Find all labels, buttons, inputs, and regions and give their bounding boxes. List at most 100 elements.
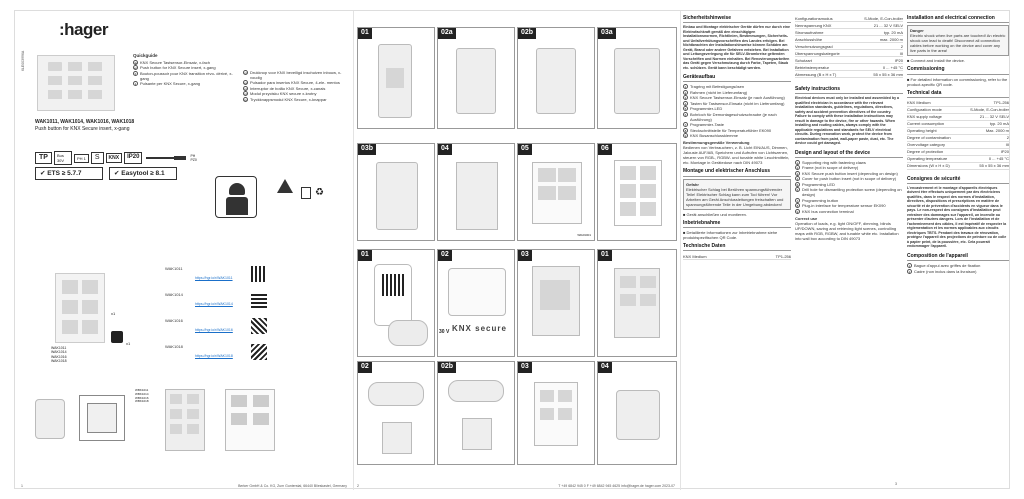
section-heading: Commissioning: [907, 66, 1009, 75]
footer-page-number: 1: [21, 483, 23, 488]
qr-code: [251, 266, 267, 282]
step-panel: 01: [357, 27, 435, 129]
software-badges: ✔ ETS ≥ 5.7.7 ✔ Easytool ≥ 8.1: [35, 167, 177, 181]
variant-row: WAK1018 https://hgr.io/r/WAK1018: [165, 344, 275, 370]
step-panel: 01: [597, 249, 677, 357]
footer-address: Berker GmbH & Co. KG, Zum Gunterstal, 66…: [238, 483, 347, 488]
product-subtitle: Push button for KNX Secure insert, x-gan…: [35, 126, 130, 132]
step-panel: 03b: [357, 143, 435, 241]
commissioning-text: ■ Detaillierte Informationen zur Inbetri…: [683, 229, 778, 240]
easytool-badge: ✔ Easytool ≥ 8.1: [109, 167, 177, 181]
step-panel: 02: [357, 361, 435, 465]
tp-badge: TP: [35, 151, 52, 165]
section-heading: Technische Daten: [683, 243, 791, 252]
section-heading: Design and layout of the device: [795, 150, 903, 158]
panel-german: Sicherheitshinweise Einbau und Montage e…: [683, 11, 791, 490]
recycle-icon: ♻: [315, 187, 324, 198]
product-image: [37, 55, 115, 111]
screwdriver-icon: [146, 156, 187, 160]
warning-icon: [277, 179, 293, 193]
variant-link[interactable]: https://hgr.io/r/WAK1016: [195, 328, 233, 332]
use-title: Bestimmungsgemäße Verwendung: [683, 140, 750, 146]
use-text: Bedienen von Verbrauchern, z. B. Licht E…: [683, 145, 790, 166]
knx-secure-label: KNX secure: [452, 324, 507, 333]
section-heading: Inbetriebnahme: [683, 220, 791, 228]
s-badge: S: [90, 151, 104, 165]
qr-code: [382, 274, 404, 296]
hager-logo: :hager: [59, 20, 108, 39]
weee-bin-icon: [301, 187, 311, 199]
variant-link[interactable]: https://hgr.io/r/WAK1014: [195, 302, 233, 306]
variant-row: WAK1016 https://hgr.io/r/WAK1016: [165, 318, 275, 344]
variant-link[interactable]: https://hgr.io/r/WAK1011: [195, 276, 233, 280]
install-step: ■ Connect and install the device.: [907, 58, 966, 64]
variant-row: WAK1011 https://hgr.io/r/WAK1011: [165, 266, 275, 292]
step-panel: 02b: [437, 361, 515, 465]
section-heading: Composition de l'appareil: [907, 253, 1009, 262]
use-title: Correct use: [795, 215, 818, 221]
product-codes: WAK1011, WAK1014, WAK1016, WAK1018: [35, 119, 135, 125]
commissioning-text: ■ For detailed information on commission…: [907, 76, 1008, 87]
bus-badge: Bus 30V: [53, 151, 72, 165]
step-panel: 04: [437, 143, 515, 241]
section-heading: Installation and electrical connection: [907, 15, 1009, 24]
section-heading: Technical data: [907, 90, 1009, 98]
quick-guide-title: Quickguide: [133, 53, 158, 58]
voltage-label: 30 V: [439, 329, 450, 335]
safety-text: L'encastrement et le montage d'appareils…: [907, 186, 1007, 249]
step-panel: 01: [357, 249, 435, 357]
divider: [680, 11, 681, 490]
qr-code: [251, 344, 267, 360]
use-text: Operation of loads, e.g. light ON/OFF, d…: [795, 220, 899, 241]
step-panel: 06: [597, 143, 677, 241]
check-icon: ✔: [40, 169, 46, 177]
step-panel: 05 WDA9001: [517, 143, 595, 241]
variant-link[interactable]: https://hgr.io/r/WAK1018: [195, 354, 233, 358]
mount-step: ■ Gerät anschließen und montieren.: [683, 211, 748, 217]
exploded-view-diagram: WBK1011 WBK1014 WBK1016 WBK1018: [35, 388, 335, 469]
footer-page-number: 3: [895, 481, 897, 486]
qr-code: [251, 318, 267, 334]
step-panel: 02 KNX secure: [437, 249, 515, 357]
variant-list: WAK1011 WAK1014 WAK1016 WAK1018: [51, 346, 67, 364]
doc-code: 6LE003996A: [21, 50, 25, 71]
tech-row: Dimensions (W x H x D)55 x 55 x 36 mm: [907, 163, 1009, 170]
